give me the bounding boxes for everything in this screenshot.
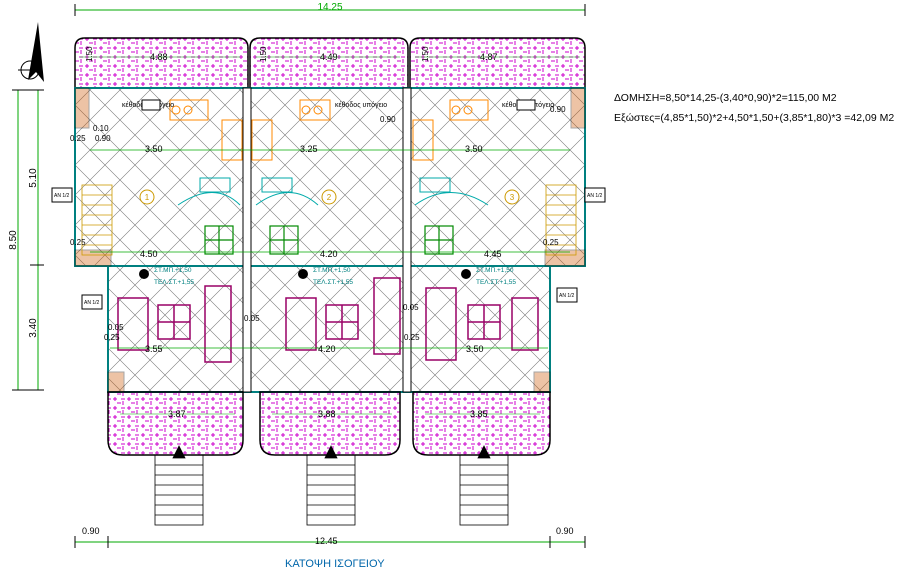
dim-row3-c: 3.50	[466, 344, 484, 354]
dim-misc-11: 0.05	[403, 303, 419, 312]
level-3b: ΤΕΛ.ΣΤ.+1,55	[476, 279, 516, 286]
dim-row1-c: 3.50	[465, 144, 483, 154]
top-dimension-label: 14.25	[317, 2, 342, 13]
dining-tables	[204, 225, 454, 255]
balcony-area-note: Εξώστες=(4,85*1,50)*2+4,50*1,50+(3,85*1,…	[614, 112, 895, 124]
top-dimension: 14.25	[74, 2, 586, 16]
window-tag-1: ΑΝ 1/2	[54, 193, 70, 199]
dim-row1-a: 3.50	[145, 144, 163, 154]
level-markers: ΣΤ.ΜΠ.+1,50 ΤΕΛ.ΣΤ.+1,55 ΣΤ.ΜΠ.+1,50 ΤΕΛ…	[139, 267, 516, 286]
bottom-balcony-dim-1: 3.87	[168, 409, 186, 419]
north-arrow-icon	[18, 22, 44, 82]
building-area-note: ΔΟΜΗΣΗ=8,50*14,25-(3,40*0,90)*2=115,00 M…	[614, 92, 837, 104]
dim-row3-a: 3.55	[145, 344, 163, 354]
top-balconies: 1.50 4.88 1.50 4.49 1.50 4.87	[74, 37, 586, 89]
unit-number-1: 1	[145, 193, 150, 202]
dim-misc-8: 0.05	[108, 323, 124, 332]
level-3a: ΣΤ.ΜΠ.+1,50	[476, 267, 514, 274]
interior-dims: 3.50 3.25 3.50 4.50 4.20 4.45 3.55 4.20 …	[70, 105, 570, 354]
window-tags: ΑΝ 1/2 ΑΝ 1/2 ΑΝ 1/2 ΑΝ 1/2	[51, 99, 606, 310]
dim-row2-a: 4.50	[140, 249, 158, 259]
entrance-stairs	[154, 445, 509, 526]
living-furniture	[117, 277, 539, 363]
unit-number-2: 2	[327, 193, 332, 202]
left-lower-label: 3.40	[28, 318, 39, 338]
dim-row1-b: 3.25	[300, 144, 318, 154]
level-1a: ΣΤ.ΜΠ.+1,50	[154, 267, 192, 274]
window-tag-4: ΑΝ 1/2	[559, 293, 575, 299]
unit-markers: 1 2 3	[139, 189, 520, 205]
unit-number-3: 3	[510, 193, 515, 202]
bottom-balconies: 3.87 3.88 3.85	[107, 391, 551, 456]
dim-misc-2: 0.90	[550, 105, 566, 114]
dim-misc-3: 0.25	[70, 134, 86, 143]
bottom-dim-main: 12.45	[315, 536, 338, 546]
level-2b: ΤΕΛ.ΣΤ.+1,55	[313, 279, 353, 286]
dim-row2-c: 4.45	[484, 249, 502, 259]
balcony-dim-3a: 1.50	[421, 46, 430, 62]
dim-row2-b: 4.20	[320, 249, 338, 259]
kitchens	[169, 99, 489, 161]
balcony-dim-2a: 1.50	[259, 46, 268, 62]
bottom-dim-left: 0.90	[82, 526, 100, 536]
dim-misc-12: 0.25	[404, 333, 420, 342]
dim-row3-b: 4.20	[318, 344, 336, 354]
bottom-dimension: 0.90 12.45 0.90	[74, 526, 586, 548]
bathrooms	[177, 177, 489, 206]
basement-stairs	[81, 184, 577, 256]
left-upper-label: 5.10	[28, 168, 39, 188]
window-tag-3: ΑΝ 1/2	[84, 300, 100, 306]
drawing-title: ΚΑΤΟΨΗ ΙΣΟΓΕΙΟΥ	[285, 558, 385, 570]
bottom-dim-right: 0.90	[556, 526, 574, 536]
dim-misc-10: 0.25	[104, 333, 120, 342]
level-2a: ΣΤ.ΜΠ.+1,50	[313, 267, 351, 274]
dim-misc-4: 0.90	[95, 134, 111, 143]
dim-misc-1: 0.90	[380, 115, 396, 124]
dim-misc-6: 0.25	[70, 238, 86, 247]
level-1b: ΤΕΛ.ΣΤ.+1,55	[154, 279, 194, 286]
bottom-balcony-dim-2: 3.88	[318, 409, 336, 419]
left-total-label: 8.50	[8, 230, 19, 250]
balcony-dim-1a: 1.50	[85, 46, 94, 62]
dim-misc-7: 0.25	[543, 238, 559, 247]
dim-misc-9: 0.05	[244, 314, 260, 323]
left-dimensions: 8.50 5.10 3.40	[8, 89, 44, 391]
room-label-2: κέθοδος υπόγειο	[335, 101, 387, 109]
bottom-balcony-dim-3: 3.85	[470, 409, 488, 419]
dim-misc-5: 0.10	[93, 124, 109, 133]
window-tag-2: ΑΝ 1/2	[587, 193, 603, 199]
